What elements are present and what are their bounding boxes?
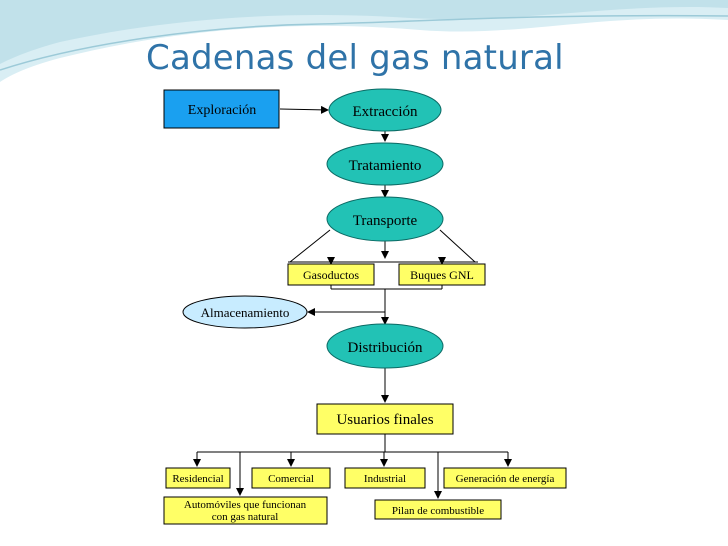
connectors [193,105,512,499]
label-pilan-combustible: Pilan de combustible [392,505,484,517]
node-automoviles [163,496,328,525]
label-transporte: Transporte [353,213,418,229]
node-comercial [251,467,331,489]
label-industrial: Industrial [364,473,406,485]
node-residencial [165,467,231,489]
label-automoviles-line2: con gas natural [212,511,279,523]
label-residencial: Residencial [172,473,223,485]
label-exploracion: Exploración [188,103,256,118]
node-exploracion [163,89,280,129]
label-usuarios-finales: Usuarios finales [336,412,433,428]
slide-title: Cadenas del gas natural [146,38,564,78]
node-usuarios-finales [316,403,454,435]
label-automoviles-line1: Automóviles que funcionan [184,499,307,511]
node-distribucion [326,323,444,369]
arrow-exploracion-extraccion [279,105,329,114]
transporte-split [289,229,331,263]
label-almacenamiento: Almacenamiento [201,305,290,320]
label-generacion-energia: Generación de energía [456,473,555,485]
node-transporte [326,196,444,242]
node-buques-gnl [398,263,486,286]
label-buques-gnl: Buques GNL [410,268,474,282]
transporte-split-right [439,229,476,263]
node-pilan-combustible [374,499,502,520]
label-tratamiento: Tratamiento [349,158,422,174]
label-comercial: Comercial [268,473,314,485]
wave-line [0,14,728,71]
label-extraccion: Extracción [353,104,418,120]
node-tratamiento [326,142,444,186]
node-almacenamiento [182,295,308,329]
node-gasoductos [287,263,375,286]
node-industrial [344,467,426,489]
wave-band-light [0,0,728,64]
node-generacion-energia [443,467,567,489]
label-gasoductos: Gasoductos [303,268,359,282]
label-distribucion: Distribución [348,340,423,356]
node-extraccion [328,88,442,132]
